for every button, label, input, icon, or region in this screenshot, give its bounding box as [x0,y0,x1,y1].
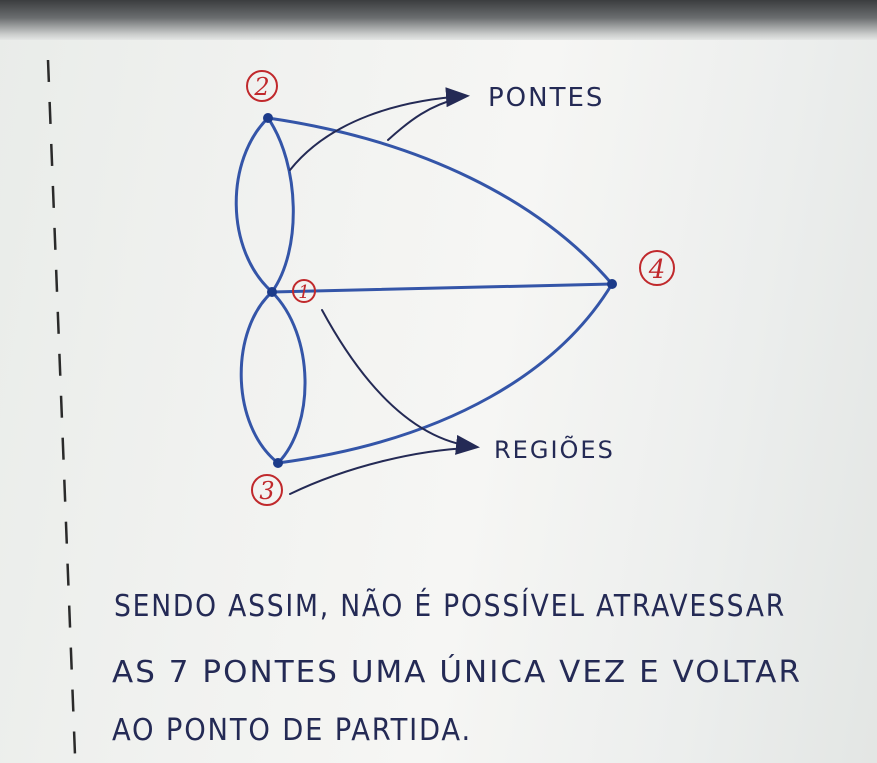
arrow-bridges-2 [388,98,460,140]
edge-1-3-right [272,292,305,463]
edge-1-3-left [241,292,278,463]
arrow-bridges-1 [290,96,466,170]
node-2 [263,113,273,123]
node-1 [267,287,277,297]
arrow-regions-2 [290,448,470,494]
edge-1-4 [272,284,612,292]
edge-2-1-right [268,118,293,292]
arrow-regions-1 [322,310,476,447]
edge-2-1-left [236,118,272,292]
node-3 [273,458,283,468]
annotation-arrows [290,96,476,494]
label-regions: REGIÕES [494,434,615,464]
label-bridges: PONTES [488,83,604,113]
conclusion-line-3: AO PONTO DE PARTIDA. [112,713,472,748]
node-label-2: 2 [253,73,269,101]
margin-dashed-line [48,60,75,755]
node-label-4: 4 [648,255,666,285]
conclusion-line-1: SENDO ASSIM, NÃO É POSSÍVEL ATRAVESSAR [114,588,786,624]
conclusion-line-2: AS 7 PONTES UMA ÚNICA VEZ E VOLTAR [112,653,802,690]
node-label-3: 3 [259,477,274,505]
node-4 [607,279,617,289]
node-label-1: 1 [298,282,309,303]
